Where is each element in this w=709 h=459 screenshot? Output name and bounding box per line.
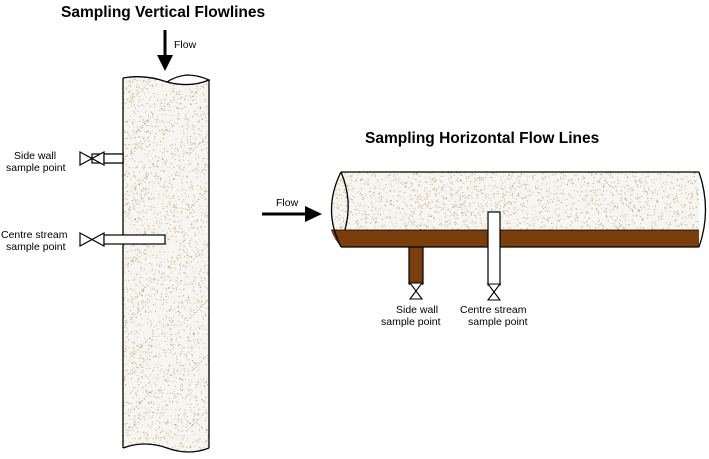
vertical-side-wall-sample-point: [79, 150, 124, 167]
vertical-centre-stream-label-line1: Centre stream: [1, 229, 68, 241]
valve-icon: [79, 231, 94, 248]
horizontal-side-wall-label-line2: sample point: [381, 316, 441, 328]
valve-icon: [408, 282, 424, 292]
horizontal-centre-stream-label-line1: Centre stream: [460, 304, 527, 316]
vertical-centre-stream-sample-point: [79, 231, 166, 248]
sediment-layer: [331, 230, 699, 247]
vertical-side-wall-label-line2: sample point: [6, 162, 66, 174]
vertical-title: Sampling Vertical Flowlines: [61, 4, 265, 21]
valve-icon: [408, 290, 424, 300]
horizontal-flow-label: Flow: [276, 197, 299, 209]
valve-icon: [486, 283, 502, 293]
horizontal-centre-stream-label-line2: sample point: [468, 316, 528, 328]
valve-icon: [90, 231, 105, 248]
vertical-side-wall-label-line1: Side wall: [14, 150, 56, 162]
valve-icon: [79, 150, 94, 167]
horizontal-side-wall-sample-point: [408, 243, 424, 300]
horizontal-title: Sampling Horizontal Flow Lines: [365, 130, 599, 147]
vertical-pipe: [122, 74, 211, 453]
horizontal-side-wall-label-line1: Side wall: [396, 304, 438, 316]
horizontal-centre-stream-sample-point: [486, 211, 502, 301]
vertical-centre-stream-label-line2: sample point: [6, 241, 66, 253]
horizontal-flow-arrow: [262, 206, 322, 222]
horizontal-pipe: [330, 171, 707, 248]
vertical-flow-arrow: [157, 30, 173, 71]
valve-icon: [486, 291, 502, 301]
vertical-flow-label: Flow: [174, 39, 197, 51]
